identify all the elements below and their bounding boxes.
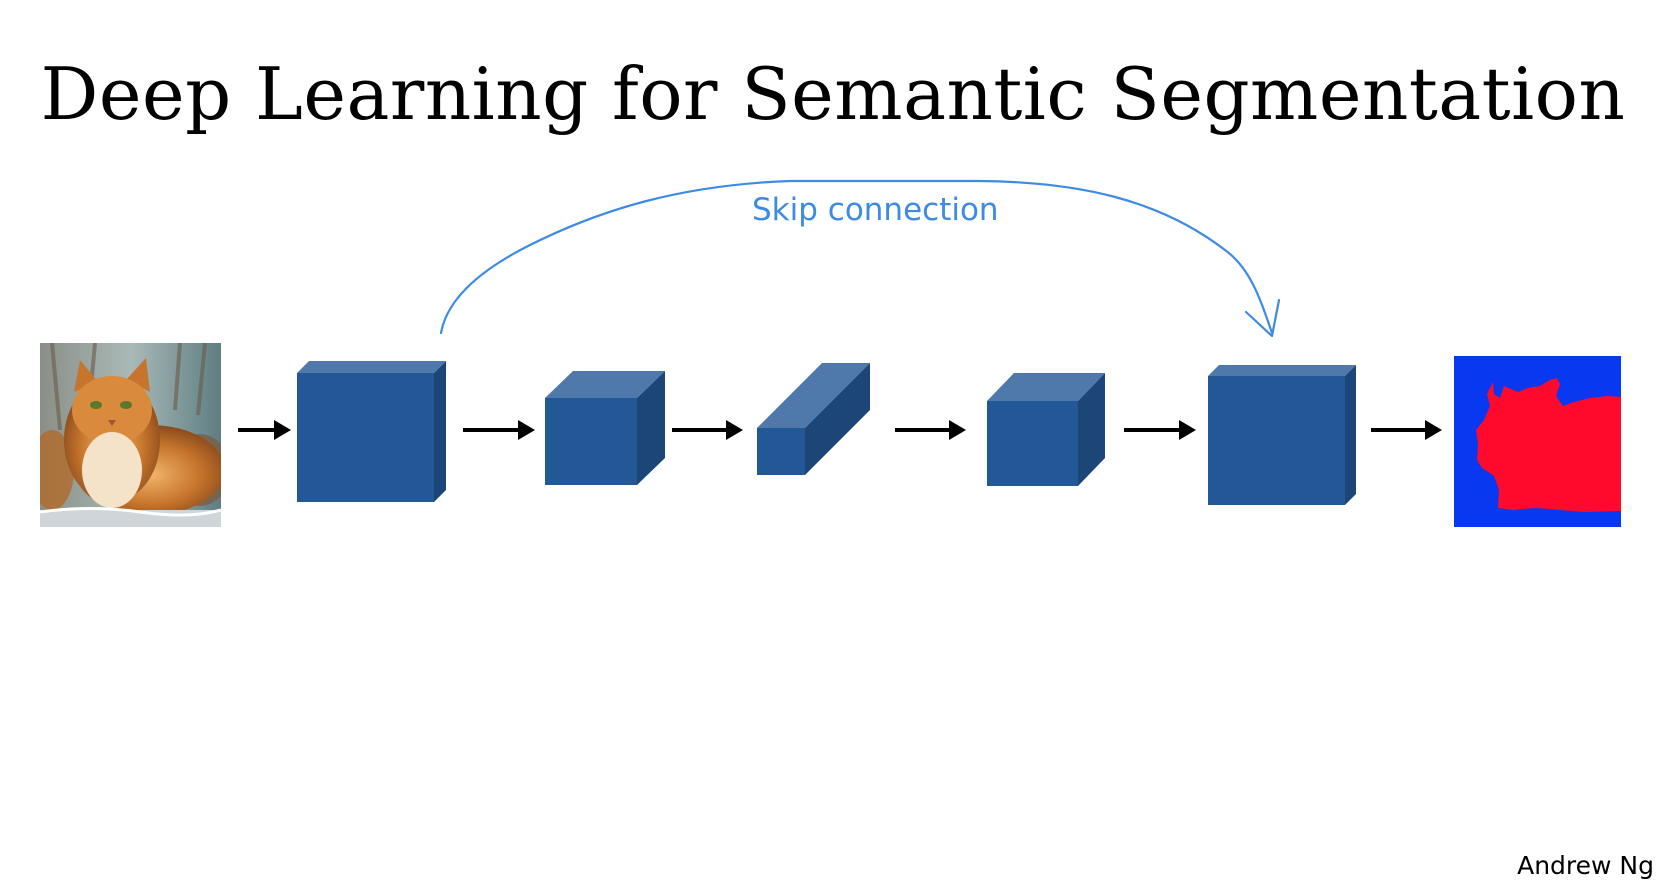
decoder-block-2 [1208, 365, 1356, 505]
author-name: Andrew Ng [1517, 851, 1654, 880]
slide-title: Deep Learning for Semantic Segmentation [40, 52, 1626, 136]
forward-arrow-2 [463, 420, 535, 440]
output-segmentation-mask [1454, 356, 1621, 527]
forward-arrow-4 [895, 420, 966, 440]
skip-connection-label: Skip connection [752, 192, 999, 228]
skip-connection-arrow [439, 179, 1281, 338]
bottleneck-block [757, 363, 870, 475]
decoder-block-1 [987, 373, 1105, 486]
forward-arrow-3 [672, 420, 743, 440]
encoder-block-1 [297, 361, 446, 502]
forward-arrow-6 [1371, 420, 1442, 440]
forward-arrow-1 [238, 420, 291, 440]
forward-arrow-5 [1124, 420, 1196, 440]
input-cat-image [40, 343, 221, 527]
encoder-block-2 [545, 371, 665, 485]
